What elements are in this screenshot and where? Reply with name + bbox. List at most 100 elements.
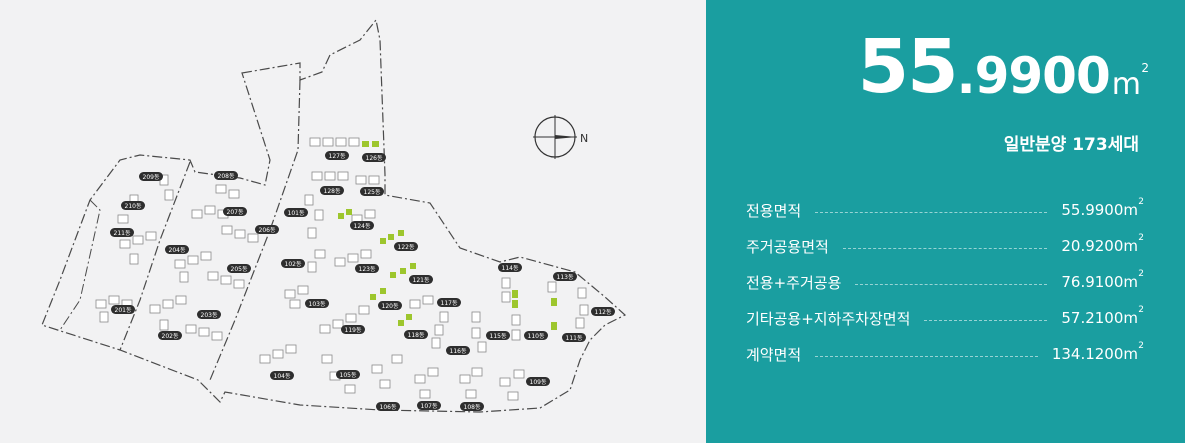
svg-text:120동: 120동 bbox=[382, 303, 399, 310]
building-label[interactable]: 105동 bbox=[336, 370, 360, 379]
svg-text:108동: 108동 bbox=[464, 404, 481, 411]
building-label[interactable]: 201동 bbox=[111, 305, 135, 314]
building-label[interactable]: 210동 bbox=[121, 201, 145, 210]
building-label[interactable]: 112동 bbox=[591, 307, 615, 316]
building-label[interactable]: 106동 bbox=[376, 402, 400, 411]
svg-text:122동: 122동 bbox=[398, 244, 415, 251]
building-blocks bbox=[95, 137, 589, 401]
building-label[interactable]: 122동 bbox=[394, 242, 418, 251]
building-label[interactable]: 117동 bbox=[437, 298, 461, 307]
svg-text:106동: 106동 bbox=[380, 404, 397, 411]
road-line bbox=[209, 79, 301, 381]
building-label[interactable]: 207동 bbox=[223, 207, 247, 216]
building-label[interactable]: 124동 bbox=[350, 221, 374, 230]
building-label[interactable]: 202동 bbox=[158, 331, 182, 340]
building-label[interactable]: 107동 bbox=[417, 401, 441, 410]
svg-text:107동: 107동 bbox=[421, 403, 438, 410]
building-label[interactable]: 125동 bbox=[360, 187, 384, 196]
building-label[interactable]: 209동 bbox=[139, 172, 163, 181]
compass-icon bbox=[533, 115, 577, 159]
svg-text:103동: 103동 bbox=[309, 301, 326, 308]
svg-text:207동: 207동 bbox=[227, 209, 244, 216]
svg-text:101동: 101동 bbox=[288, 210, 305, 217]
building-label[interactable]: 204동 bbox=[165, 245, 189, 254]
building-label[interactable]: 126동 bbox=[362, 153, 386, 162]
svg-text:111동: 111동 bbox=[566, 335, 583, 342]
svg-text:208동: 208동 bbox=[218, 173, 235, 180]
site-map: N 127동 126동 128동 125동 124동 122동 123동 121… bbox=[41, 18, 627, 413]
svg-text:121동: 121동 bbox=[413, 277, 430, 284]
building-label[interactable]: 103동 bbox=[305, 299, 329, 308]
svg-text:211동: 211동 bbox=[114, 230, 131, 237]
svg-text:209동: 209동 bbox=[143, 174, 160, 181]
svg-text:210동: 210동 bbox=[125, 203, 142, 210]
area-row-label: 기타공용+지하주차장면적 bbox=[746, 309, 911, 328]
building-label[interactable]: 203동 bbox=[197, 310, 221, 319]
building-label[interactable]: 121동 bbox=[409, 275, 433, 284]
svg-text:127동: 127동 bbox=[329, 153, 346, 160]
svg-text:124동: 124동 bbox=[354, 223, 371, 230]
building-label[interactable]: 206동 bbox=[255, 225, 279, 234]
svg-text:104동: 104동 bbox=[274, 373, 291, 380]
building-label[interactable]: 111동 bbox=[562, 333, 586, 342]
building-label[interactable]: 208동 bbox=[214, 171, 238, 180]
svg-text:112동: 112동 bbox=[595, 309, 612, 316]
building-label[interactable]: 205동 bbox=[227, 264, 251, 273]
building-label[interactable]: 108동 bbox=[460, 402, 484, 411]
site-plan-drawing: N 127동 126동 128동 125동 124동 122동 123동 121… bbox=[41, 18, 627, 413]
building-label[interactable]: 211동 bbox=[110, 228, 134, 237]
site-boundary bbox=[41, 18, 627, 413]
dotted-leader bbox=[924, 319, 1048, 321]
dotted-leader bbox=[815, 355, 1038, 357]
building-label[interactable]: 118동 bbox=[404, 330, 428, 339]
highlighted-units bbox=[338, 141, 557, 330]
svg-text:114동: 114동 bbox=[502, 265, 519, 272]
building-label[interactable]: 113동 bbox=[553, 272, 577, 281]
building-label[interactable]: 109동 bbox=[526, 377, 550, 386]
road-line bbox=[119, 161, 191, 351]
svg-text:201동: 201동 bbox=[115, 307, 132, 314]
svg-text:113동: 113동 bbox=[557, 274, 574, 281]
building-label[interactable]: 110동 bbox=[524, 331, 548, 340]
svg-text:119동: 119동 bbox=[345, 327, 362, 334]
dotted-leader bbox=[815, 211, 1048, 213]
building-label[interactable]: 123동 bbox=[355, 264, 379, 273]
svg-text:110동: 110동 bbox=[528, 333, 545, 340]
area-row-label: 전용+주거공용 bbox=[746, 273, 842, 292]
svg-text:102동: 102동 bbox=[285, 261, 302, 268]
building-label[interactable]: 116동 bbox=[446, 346, 470, 355]
svg-text:126동: 126동 bbox=[366, 155, 383, 162]
svg-text:105동: 105동 bbox=[340, 372, 357, 379]
building-label[interactable]: 127동 bbox=[325, 151, 349, 160]
dotted-leader bbox=[855, 283, 1048, 285]
building-label[interactable]: 114동 bbox=[498, 263, 522, 272]
svg-text:206동: 206동 bbox=[259, 227, 276, 234]
building-label[interactable]: 119동 bbox=[341, 325, 365, 334]
building-label[interactable]: 102동 bbox=[281, 259, 305, 268]
svg-text:204동: 204동 bbox=[169, 247, 186, 254]
compass-label: N bbox=[580, 132, 588, 145]
building-label[interactable]: 120동 bbox=[378, 301, 402, 310]
svg-text:118동: 118동 bbox=[408, 332, 425, 339]
building-label[interactable]: 128동 bbox=[320, 186, 344, 195]
building-label[interactable]: 115동 bbox=[486, 331, 510, 340]
svg-text:202동: 202동 bbox=[162, 333, 179, 340]
svg-text:123동: 123동 bbox=[359, 266, 376, 273]
building-label[interactable]: 101동 bbox=[284, 208, 308, 217]
households-count: 일반분양 173세대 bbox=[1003, 135, 1139, 155]
area-decimal: .9900 bbox=[956, 47, 1111, 105]
building-label[interactable]: 104동 bbox=[270, 371, 294, 380]
dotted-leader bbox=[842, 247, 1048, 249]
